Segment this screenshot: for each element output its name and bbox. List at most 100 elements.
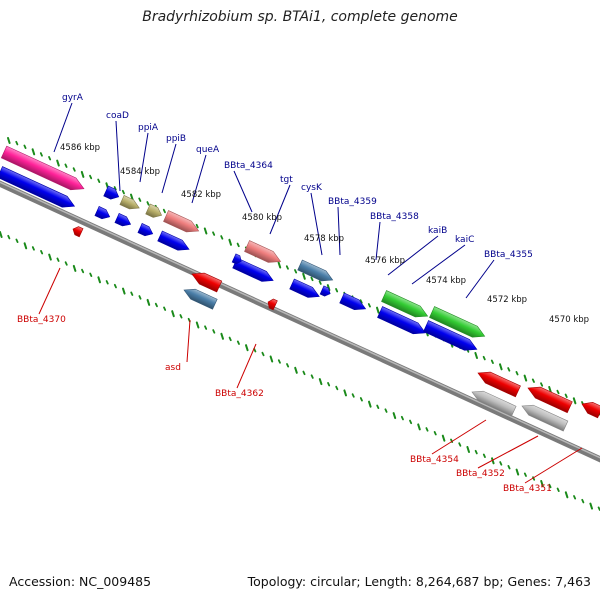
gene-arrow-fwd-9 xyxy=(244,240,282,263)
upper-tick xyxy=(89,174,93,180)
upper-tick xyxy=(31,148,36,156)
lower-tick xyxy=(15,238,19,244)
upper-tick xyxy=(138,197,142,202)
upper-tick xyxy=(56,159,60,167)
gene-arrow-fwd-0-shape xyxy=(0,145,85,191)
lower-tick xyxy=(113,283,117,289)
backbone-line xyxy=(0,180,600,463)
gene-arrow-fwd-11 xyxy=(232,257,274,282)
leader-rev-1 xyxy=(186,319,191,363)
lower-tick xyxy=(573,495,577,500)
leader-fwd-2 xyxy=(139,132,149,183)
gene-arrow-rev-25 xyxy=(477,371,521,398)
upper-tick xyxy=(130,193,134,201)
gene-arrow-fwd-8 xyxy=(137,223,154,237)
gene-arrow-fwd-10 xyxy=(157,230,190,251)
leader-fwd-8 xyxy=(337,206,341,256)
upper-tick xyxy=(146,201,150,206)
lower-tick xyxy=(515,468,520,476)
lower-tick xyxy=(212,329,216,334)
gene-arrow-fwd-17-shape xyxy=(381,290,429,318)
gene-arrow-rev-22-shape xyxy=(191,272,223,293)
scale-label-6: 4574 kbp xyxy=(426,276,466,286)
leader-fwd-12 xyxy=(465,259,495,299)
gene-arrow-rev-26-shape xyxy=(471,390,517,417)
leader-fwd-3 xyxy=(161,143,177,194)
upper-tick xyxy=(572,397,577,405)
forward-gene-label-12: BBta_4355 xyxy=(484,250,533,260)
forward-gene-label-3: ppiB xyxy=(166,134,186,144)
lower-tick xyxy=(286,363,290,368)
lower-tick xyxy=(433,430,437,436)
upper-tick xyxy=(23,144,27,150)
lower-tick xyxy=(130,291,134,296)
gene-arrow-fwd-5-shape xyxy=(145,203,163,218)
upper-tick xyxy=(277,261,282,269)
forward-gene-label-10: kaiB xyxy=(428,226,447,236)
upper-tick xyxy=(294,269,298,274)
gene-arrow-rev-28-shape xyxy=(521,404,569,432)
gene-arrow-rev-23-shape xyxy=(183,288,218,310)
gene-arrow-rev-27 xyxy=(527,386,573,414)
reverse-gene-label-3: BBta_4354 xyxy=(410,455,459,465)
gene-arrow-fwd-0 xyxy=(0,145,85,191)
upper-tick xyxy=(540,382,544,387)
leader-rev-4 xyxy=(477,435,539,469)
gene-arrow-rev-23 xyxy=(183,288,218,310)
forward-gene-label-5: BBta_4364 xyxy=(224,161,273,171)
scale-label-4: 4578 kbp xyxy=(304,234,344,244)
lower-tick xyxy=(540,480,544,487)
lower-tick xyxy=(277,359,281,364)
lower-tick xyxy=(581,498,585,504)
upper-tick xyxy=(531,378,535,383)
gene-arrow-fwd-4 xyxy=(94,206,111,220)
upper-tick xyxy=(121,189,125,195)
upper-tick xyxy=(39,152,43,157)
lower-tick xyxy=(392,412,397,420)
scale-label-8: 4570 kbp xyxy=(549,315,589,325)
lower-tick xyxy=(482,453,486,459)
upper-tick xyxy=(236,242,240,248)
lower-tick xyxy=(507,464,511,470)
upper-tick xyxy=(490,359,494,365)
figure-title: Bradyrhizobium sp. BTAi1, complete genom… xyxy=(142,9,458,25)
gene-arrow-fwd-14-shape xyxy=(289,278,320,298)
lower-tick xyxy=(556,487,560,493)
lower-tick xyxy=(466,446,470,453)
upper-tick xyxy=(548,386,552,393)
lower-tick xyxy=(89,272,93,278)
leader-rev-0 xyxy=(38,267,61,315)
upper-tick xyxy=(64,163,68,168)
leader-fwd-9 xyxy=(375,221,381,261)
label-leader-lines xyxy=(38,102,583,484)
lower-tick xyxy=(228,336,232,342)
lower-tick xyxy=(368,400,372,408)
scale-label-0: 4586 kbp xyxy=(60,143,100,153)
lower-tick xyxy=(72,264,77,272)
gene-arrow-fwd-17 xyxy=(381,290,429,318)
lower-tick xyxy=(359,397,363,402)
upper-tick xyxy=(7,137,11,144)
gene-arrow-fwd-3 xyxy=(119,195,140,210)
reverse-gene-label-1: asd xyxy=(165,363,181,373)
genome-backbone xyxy=(0,180,600,463)
lower-tick xyxy=(40,249,44,255)
gene-arrow-fwd-16-shape xyxy=(319,285,331,297)
gene-arrow-rev-29 xyxy=(581,401,600,419)
gene-arrow-rev-26 xyxy=(471,390,517,417)
lower-tick xyxy=(491,457,495,465)
gene-arrow-rev-24-shape xyxy=(267,298,278,311)
upper-tick xyxy=(97,178,101,184)
gene-arrow-fwd-14 xyxy=(289,278,320,298)
upper-tick xyxy=(482,355,486,361)
leader-fwd-7 xyxy=(310,192,323,256)
gene-arrow-fwd-13 xyxy=(231,253,242,265)
scale-label-5: 4576 kbp xyxy=(365,256,405,266)
upper-tick xyxy=(220,235,224,240)
gene-arrow-rev-28 xyxy=(521,404,569,432)
gene-arrow-rev-27-shape xyxy=(527,386,573,414)
lower-tick xyxy=(154,302,158,308)
lower-tick xyxy=(81,268,85,274)
lower-tick xyxy=(64,261,68,266)
gene-arrow-fwd-12 xyxy=(297,259,334,282)
